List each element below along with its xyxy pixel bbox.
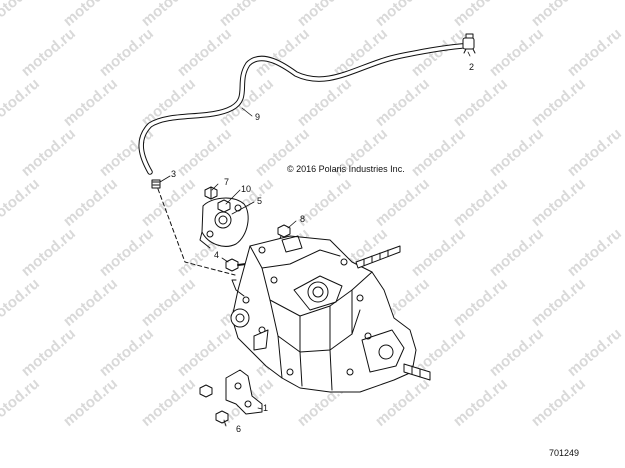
callout-2: 2	[469, 62, 475, 72]
callout-5: 5	[257, 196, 263, 206]
gearcase-body	[230, 235, 417, 393]
callout-3: 3	[171, 169, 177, 179]
cover-bracket	[199, 197, 249, 249]
callout-10: 10	[241, 184, 252, 194]
hose-fitting	[151, 179, 161, 189]
callout-4: 4	[214, 250, 220, 260]
bolt-7	[204, 186, 218, 200]
hose-routing-line	[157, 188, 236, 276]
callout-9: 9	[255, 112, 261, 122]
bolt-upper-left	[199, 384, 213, 398]
bolt-6	[215, 410, 229, 424]
callout-8: 8	[300, 214, 306, 224]
output-shaft	[403, 363, 431, 381]
diagram-number: 701249	[549, 448, 580, 458]
callout-6: 6	[236, 424, 242, 434]
input-shaft	[355, 245, 401, 269]
mount-bracket	[225, 369, 263, 415]
callout-7: 7	[224, 177, 230, 187]
leader-lines	[159, 51, 471, 427]
copyright-notice: © 2016 Polaris Industries Inc.	[287, 164, 405, 174]
callout-1: 1	[263, 403, 269, 413]
hose-clamp	[462, 33, 476, 54]
vent-hose	[138, 43, 465, 175]
